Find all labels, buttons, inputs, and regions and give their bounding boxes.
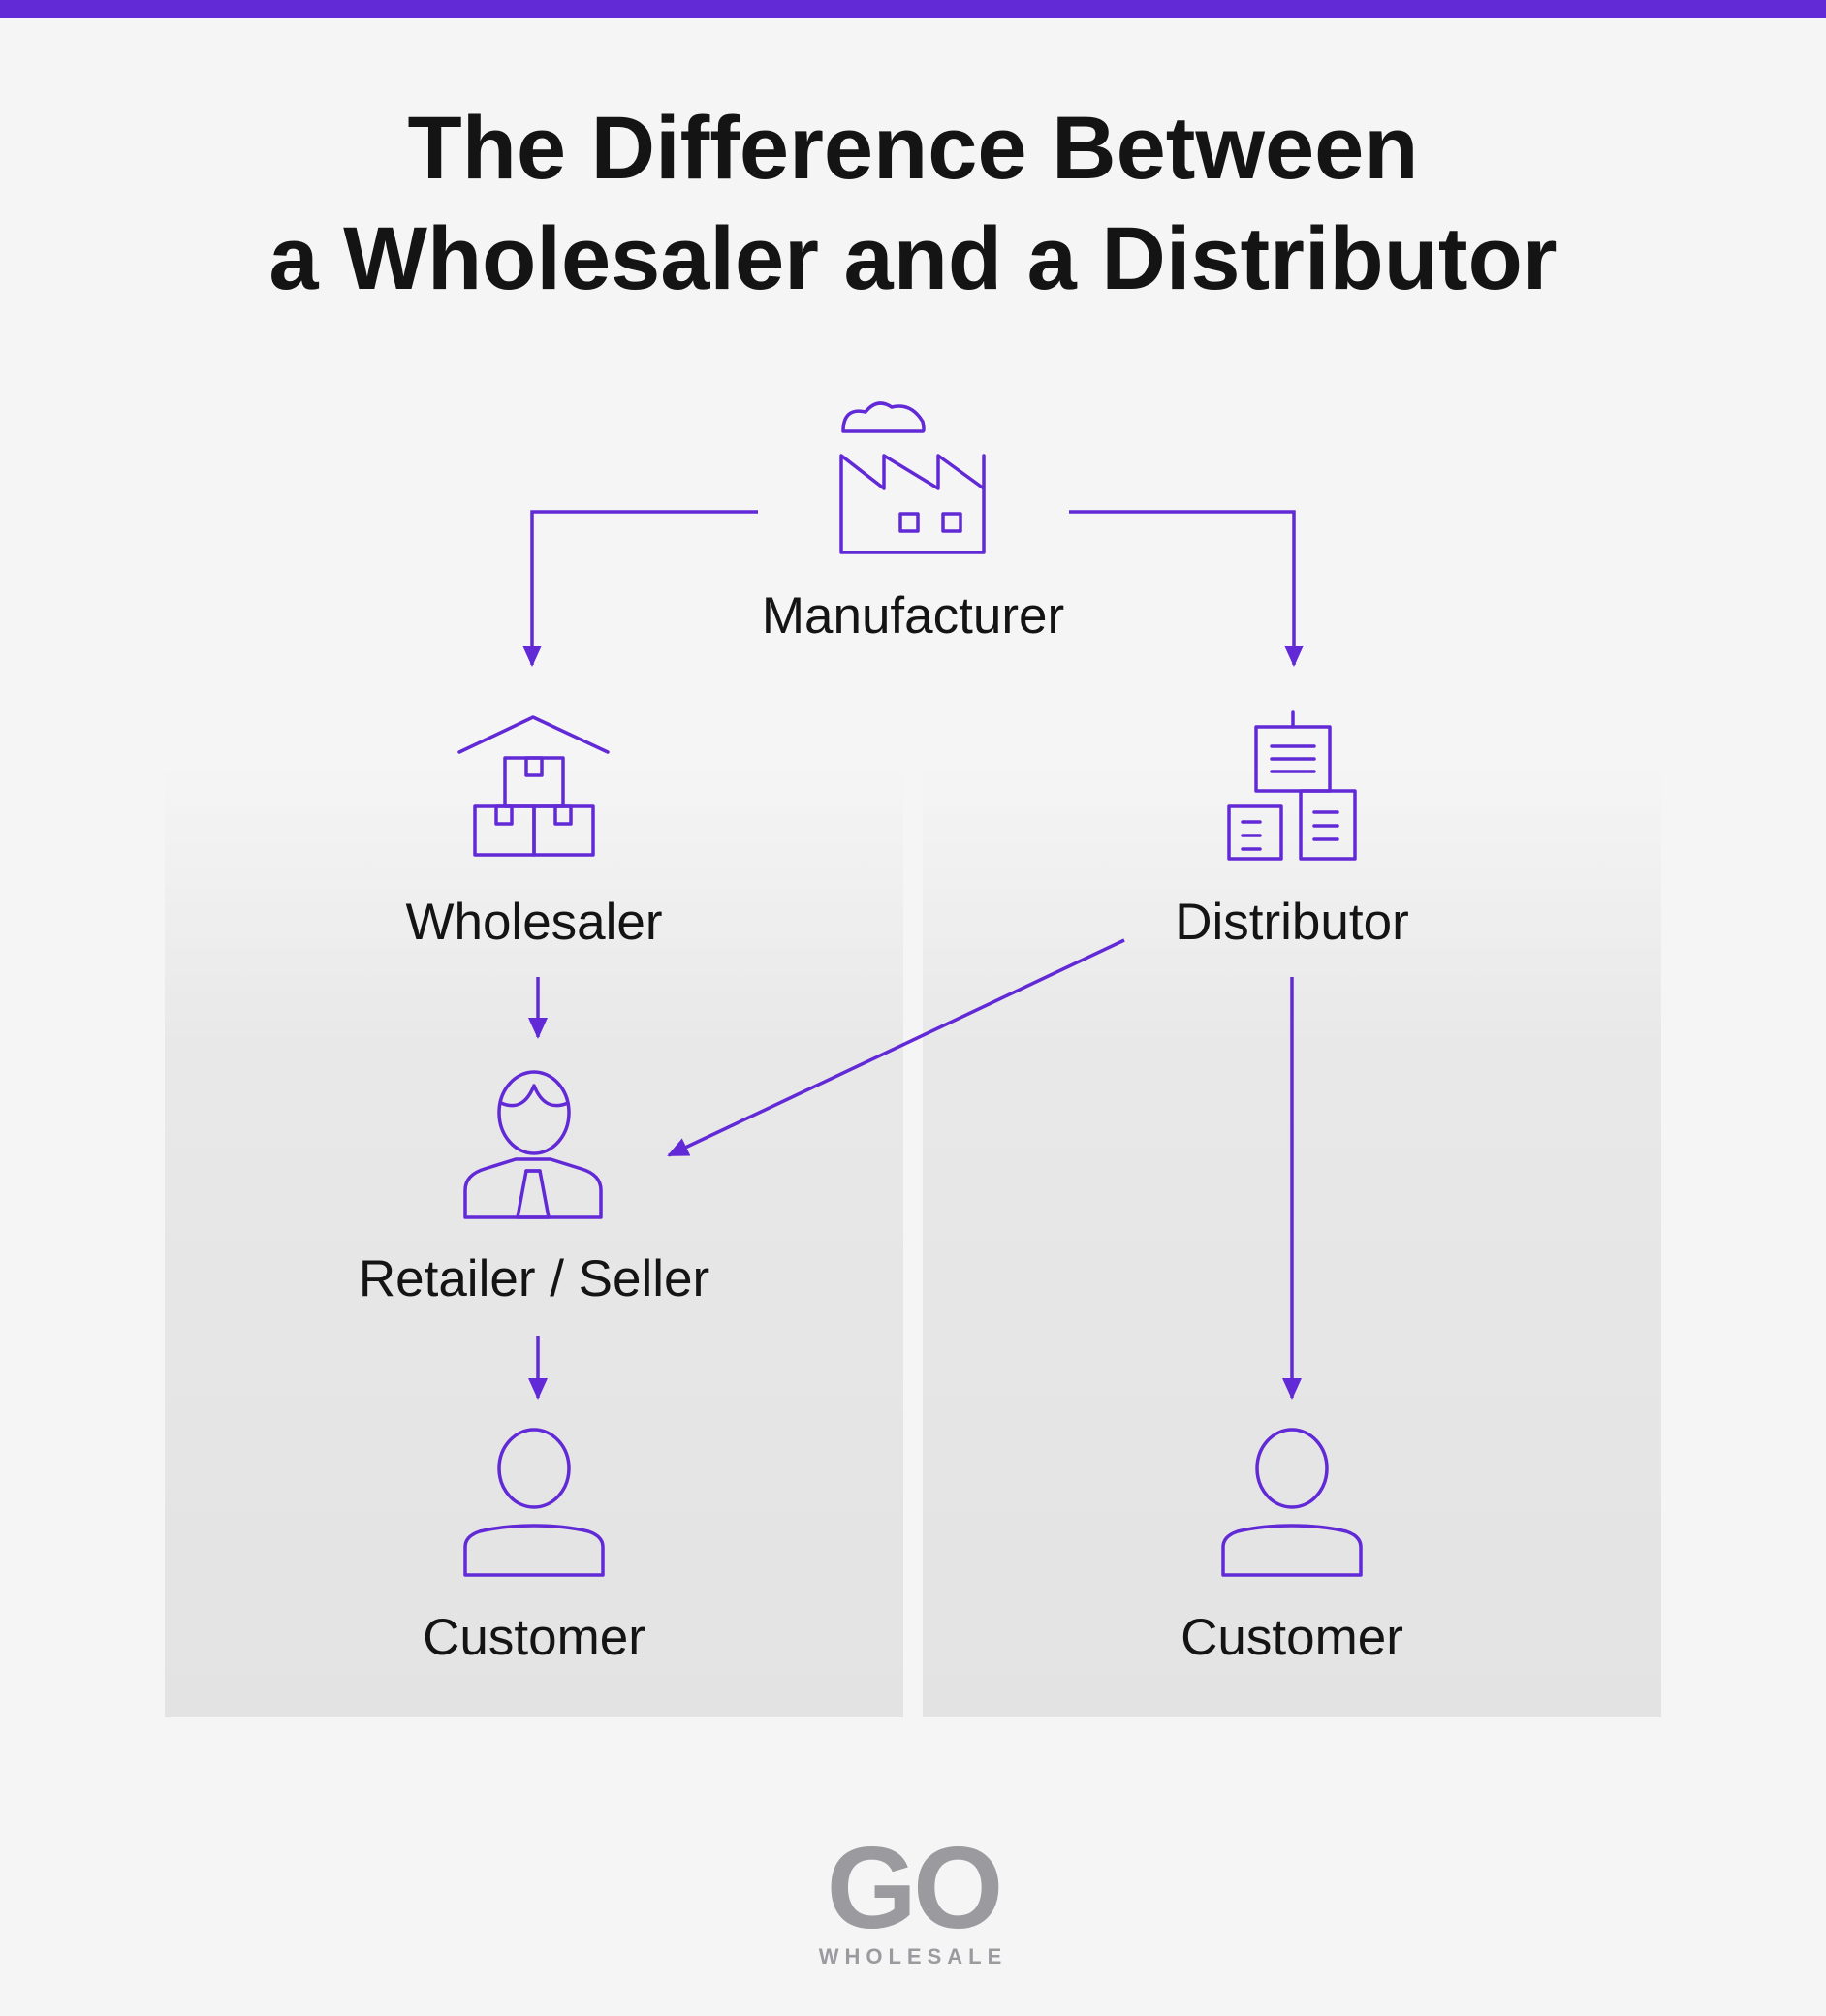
distributor-label: Distributor [1175, 894, 1409, 951]
distribution-buildings-icon [1227, 710, 1357, 861]
arrow-manufacturer-to-distributor [1069, 510, 1304, 667]
customer-left-label: Customer [423, 1609, 645, 1666]
retailer-label: Retailer / Seller [358, 1250, 710, 1307]
logo-word: GO [826, 1823, 1004, 1953]
factory-icon [839, 401, 986, 554]
logo-subtitle: WHOLESALE [818, 1944, 1008, 1969]
go-wholesale-logo: GO WHOLESALE [816, 1823, 1010, 1969]
arrow-manufacturer-to-wholesaler [522, 510, 758, 667]
wholesaler-label: Wholesaler [405, 894, 663, 951]
wholesaler-path-panel [165, 764, 903, 1717]
manufacturer-label: Manufacturer [761, 587, 1065, 645]
title-line-2: a Wholesaler and a Distributor [268, 209, 1558, 308]
page-title: The Difference Between a Wholesaler and … [0, 93, 1826, 314]
customer-right-label: Customer [1181, 1609, 1403, 1666]
person-icon [463, 1428, 605, 1577]
businessman-icon [463, 1070, 603, 1219]
warehouse-boxes-icon [457, 715, 610, 857]
top-accent-bar [0, 0, 1826, 18]
person-icon [1221, 1428, 1363, 1577]
arrow-distributor-to-retailer [667, 938, 1125, 1157]
title-line-1: The Difference Between [407, 99, 1419, 198]
